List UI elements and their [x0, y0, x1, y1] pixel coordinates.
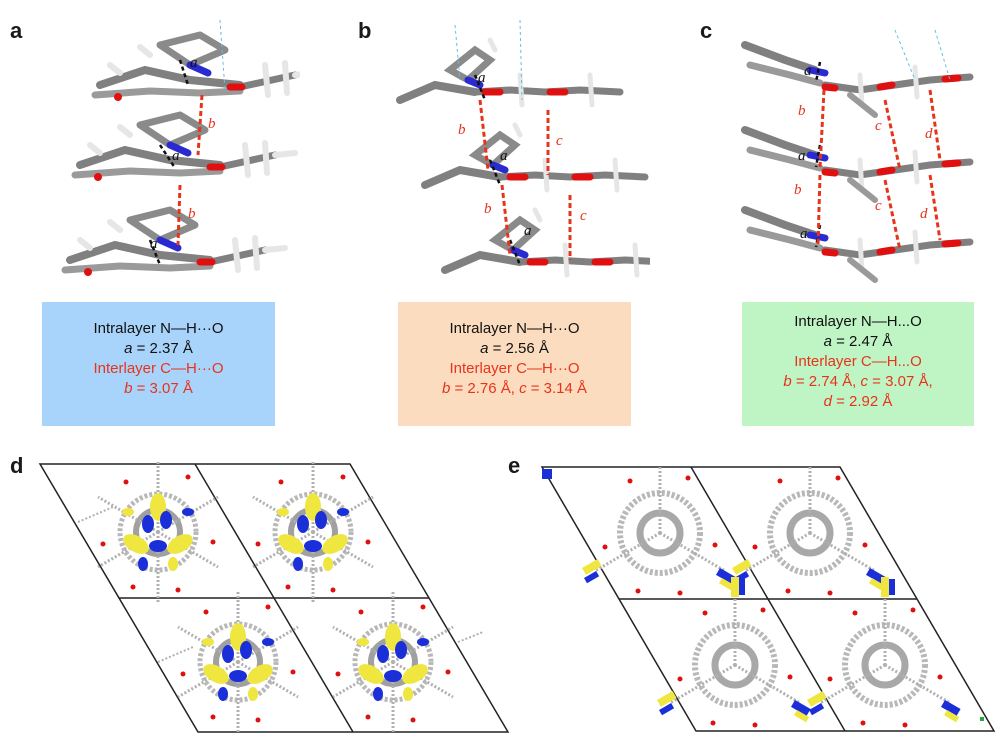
panel-letter-b: b — [358, 18, 372, 43]
intralayer-value: a = 2.56 Å — [480, 340, 549, 357]
panel-letter-d: d — [10, 453, 24, 478]
bond-label: a — [500, 148, 508, 164]
interlayer-value: b = 2.74 Å, c = 3.07 Å, — [783, 373, 933, 390]
interlayer-title: Interlayer C—H...O — [794, 353, 922, 370]
bond-label: b — [188, 206, 196, 222]
intralayer-title: Intralayer N—H···O — [449, 320, 580, 337]
panel-letter-e: e — [508, 453, 521, 478]
interlayer-value-2: d = 2.92 Å — [823, 393, 893, 410]
intralayer-value: a = 2.37 Å — [124, 340, 193, 357]
panel-letter-c: c — [700, 18, 713, 43]
interlayer-value: b = 3.07 Å — [124, 380, 193, 397]
bond-label: a — [172, 148, 180, 164]
bond-label: b — [794, 182, 802, 198]
bond-label: d — [920, 206, 928, 222]
bond-label: d — [925, 126, 933, 142]
intralayer-title: Intralayer N—H...O — [794, 313, 922, 330]
bond-label: a — [524, 223, 532, 239]
bond-label: a — [150, 236, 158, 252]
interlayer-title: Interlayer C—H···O — [93, 360, 224, 377]
bond-label: c — [875, 118, 882, 134]
molecular-structure-b: a b c a b c a — [380, 20, 650, 290]
bond-label: b — [208, 116, 216, 132]
intralayer-value: a = 2.47 Å — [823, 333, 893, 350]
bond-label: b — [458, 122, 466, 138]
bond-label: a — [798, 148, 806, 164]
caption-box-c: Intralayer N—H...O a = 2.47 Å Interlayer… — [742, 302, 974, 426]
bond-label: a — [800, 226, 808, 242]
bond-label: b — [798, 103, 806, 119]
panel-letter-a: a — [10, 18, 23, 43]
unit-cell-e — [540, 465, 996, 732]
caption-box-b: Intralayer N—H···O a = 2.56 Å Interlayer… — [398, 302, 631, 426]
bond-label: c — [875, 198, 882, 214]
bond-label: c — [556, 133, 563, 149]
caption-box-a: Intralayer N—H···O a = 2.37 Å Interlayer… — [42, 302, 275, 426]
unit-cell-d — [38, 462, 510, 734]
molecular-structure-c: a b c d a b c d a — [720, 29, 990, 290]
interlayer-value: b = 2.76 Å, c = 3.14 Å — [441, 380, 588, 397]
bond-label: a — [478, 70, 486, 86]
bond-label: a — [804, 63, 812, 79]
molecular-structure-a: a b a b a — [40, 20, 300, 290]
bond-label: c — [580, 208, 587, 224]
bond-label: a — [190, 55, 198, 71]
intralayer-title: Intralayer N—H···O — [93, 320, 224, 337]
interlayer-title: Interlayer C—H···O — [449, 360, 580, 377]
bond-label: b — [484, 201, 492, 217]
